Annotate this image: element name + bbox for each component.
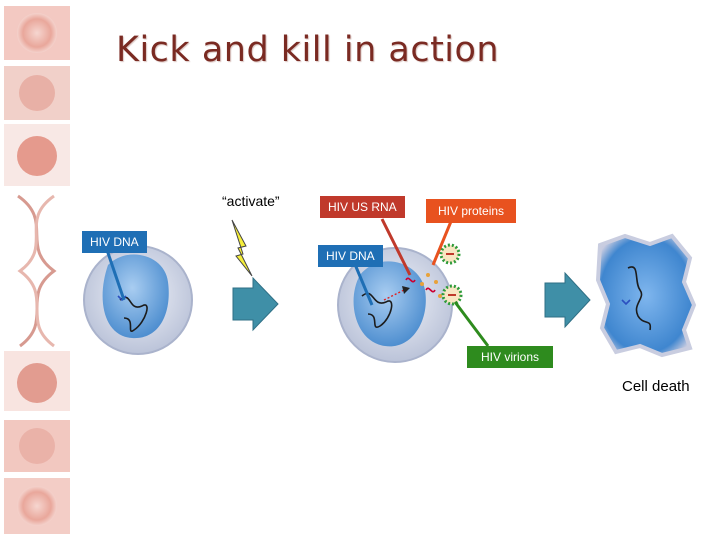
hiv-dna-label-center: HIV DNA xyxy=(318,245,383,267)
hiv-us-rna-label: HIV US RNA xyxy=(320,196,405,218)
virion-icon xyxy=(441,284,463,306)
activate-label: “activate” xyxy=(222,193,280,209)
cell-death-label: Cell death xyxy=(622,378,690,395)
hiv-proteins-label: HIV proteins xyxy=(426,199,517,223)
arrow-right-icon xyxy=(232,276,279,332)
dead-cell xyxy=(595,233,697,358)
activated-cell xyxy=(337,247,453,363)
dna-strand xyxy=(119,296,148,333)
latent-cell xyxy=(83,245,193,355)
virion-icon xyxy=(439,243,461,265)
arrow-right-icon xyxy=(544,271,591,329)
hiv-virions-label: HIV virions xyxy=(467,346,554,368)
virus-dna-strip-icon xyxy=(4,6,70,534)
lightning-bolt-icon xyxy=(231,219,253,277)
slide-title: Kick and kill in action xyxy=(116,30,500,70)
hiv-dna-label-left: HIV DNA xyxy=(82,231,147,253)
